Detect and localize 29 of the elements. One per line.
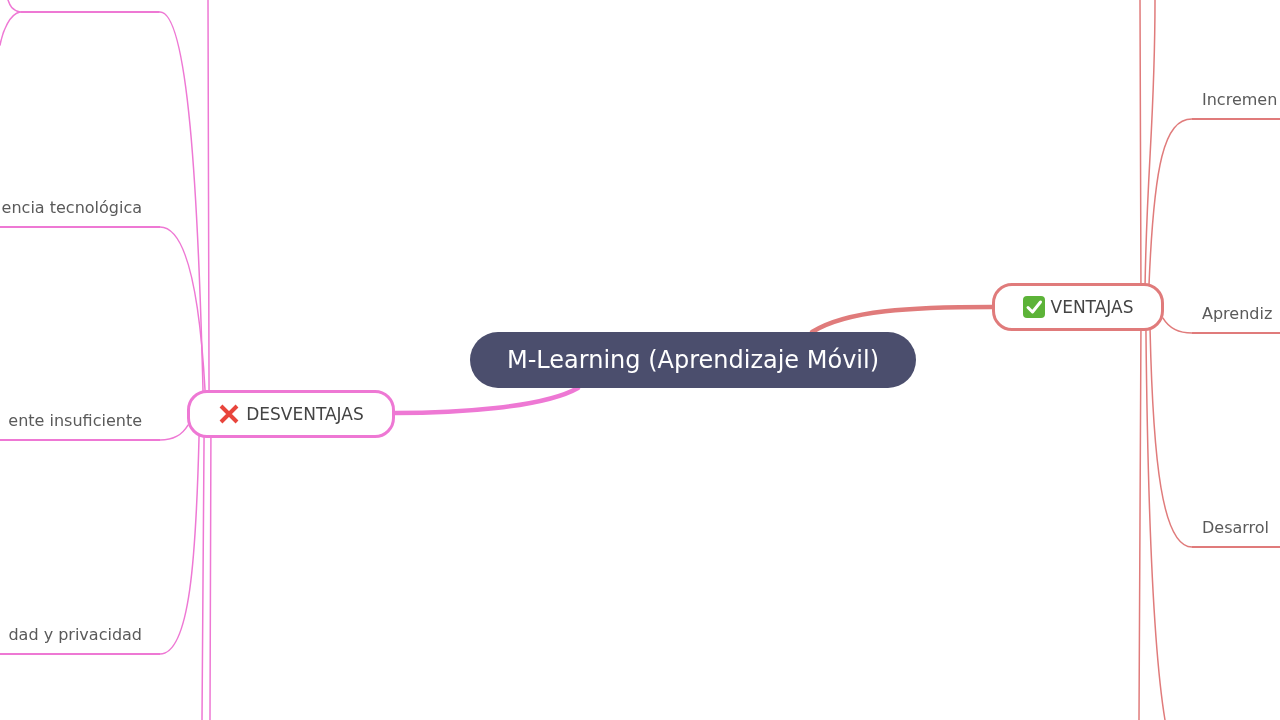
connector-curve: [1139, 0, 1142, 285]
branch-label: DESVENTAJAS: [246, 404, 364, 424]
connector-curve: [1144, 0, 1156, 285]
subtopic-label: Incremen: [1202, 90, 1278, 109]
connector-curve: [207, 0, 210, 392]
central-topic: [470, 332, 916, 388]
branch-node: [187, 390, 395, 438]
connector-curve: [1138, 329, 1142, 720]
connector-curve: [1145, 329, 1166, 720]
subtopic-label: dad y privacidad: [8, 625, 142, 644]
connector-curve: [209, 436, 212, 720]
subtopic-label: ente insuficiente: [8, 411, 142, 430]
underline-bar: [20, 11, 160, 13]
connector-curve: [159, 226, 206, 392]
connector-curve: [201, 436, 205, 720]
topic-title: M-Learning (Aprendizaje Móvil): [506, 346, 880, 374]
connector-curve: [1149, 329, 1193, 548]
subtopic-label: Aprendiz: [1202, 304, 1273, 323]
connector-curve: [0, 11, 21, 46]
connector-curve: [7, 0, 21, 13]
connector-curve: [159, 424, 189, 441]
subtopic-label: Desarrol: [1202, 518, 1270, 537]
connector-curve: [159, 11, 204, 392]
branch-label: VENTAJAS: [1050, 297, 1134, 317]
subtopic-label: encia tecnológica: [1, 198, 142, 217]
connector-curve: [159, 435, 200, 655]
connector-curve: [1162, 317, 1193, 334]
branch-node: [992, 283, 1164, 331]
connector-curve: [1148, 118, 1193, 285]
